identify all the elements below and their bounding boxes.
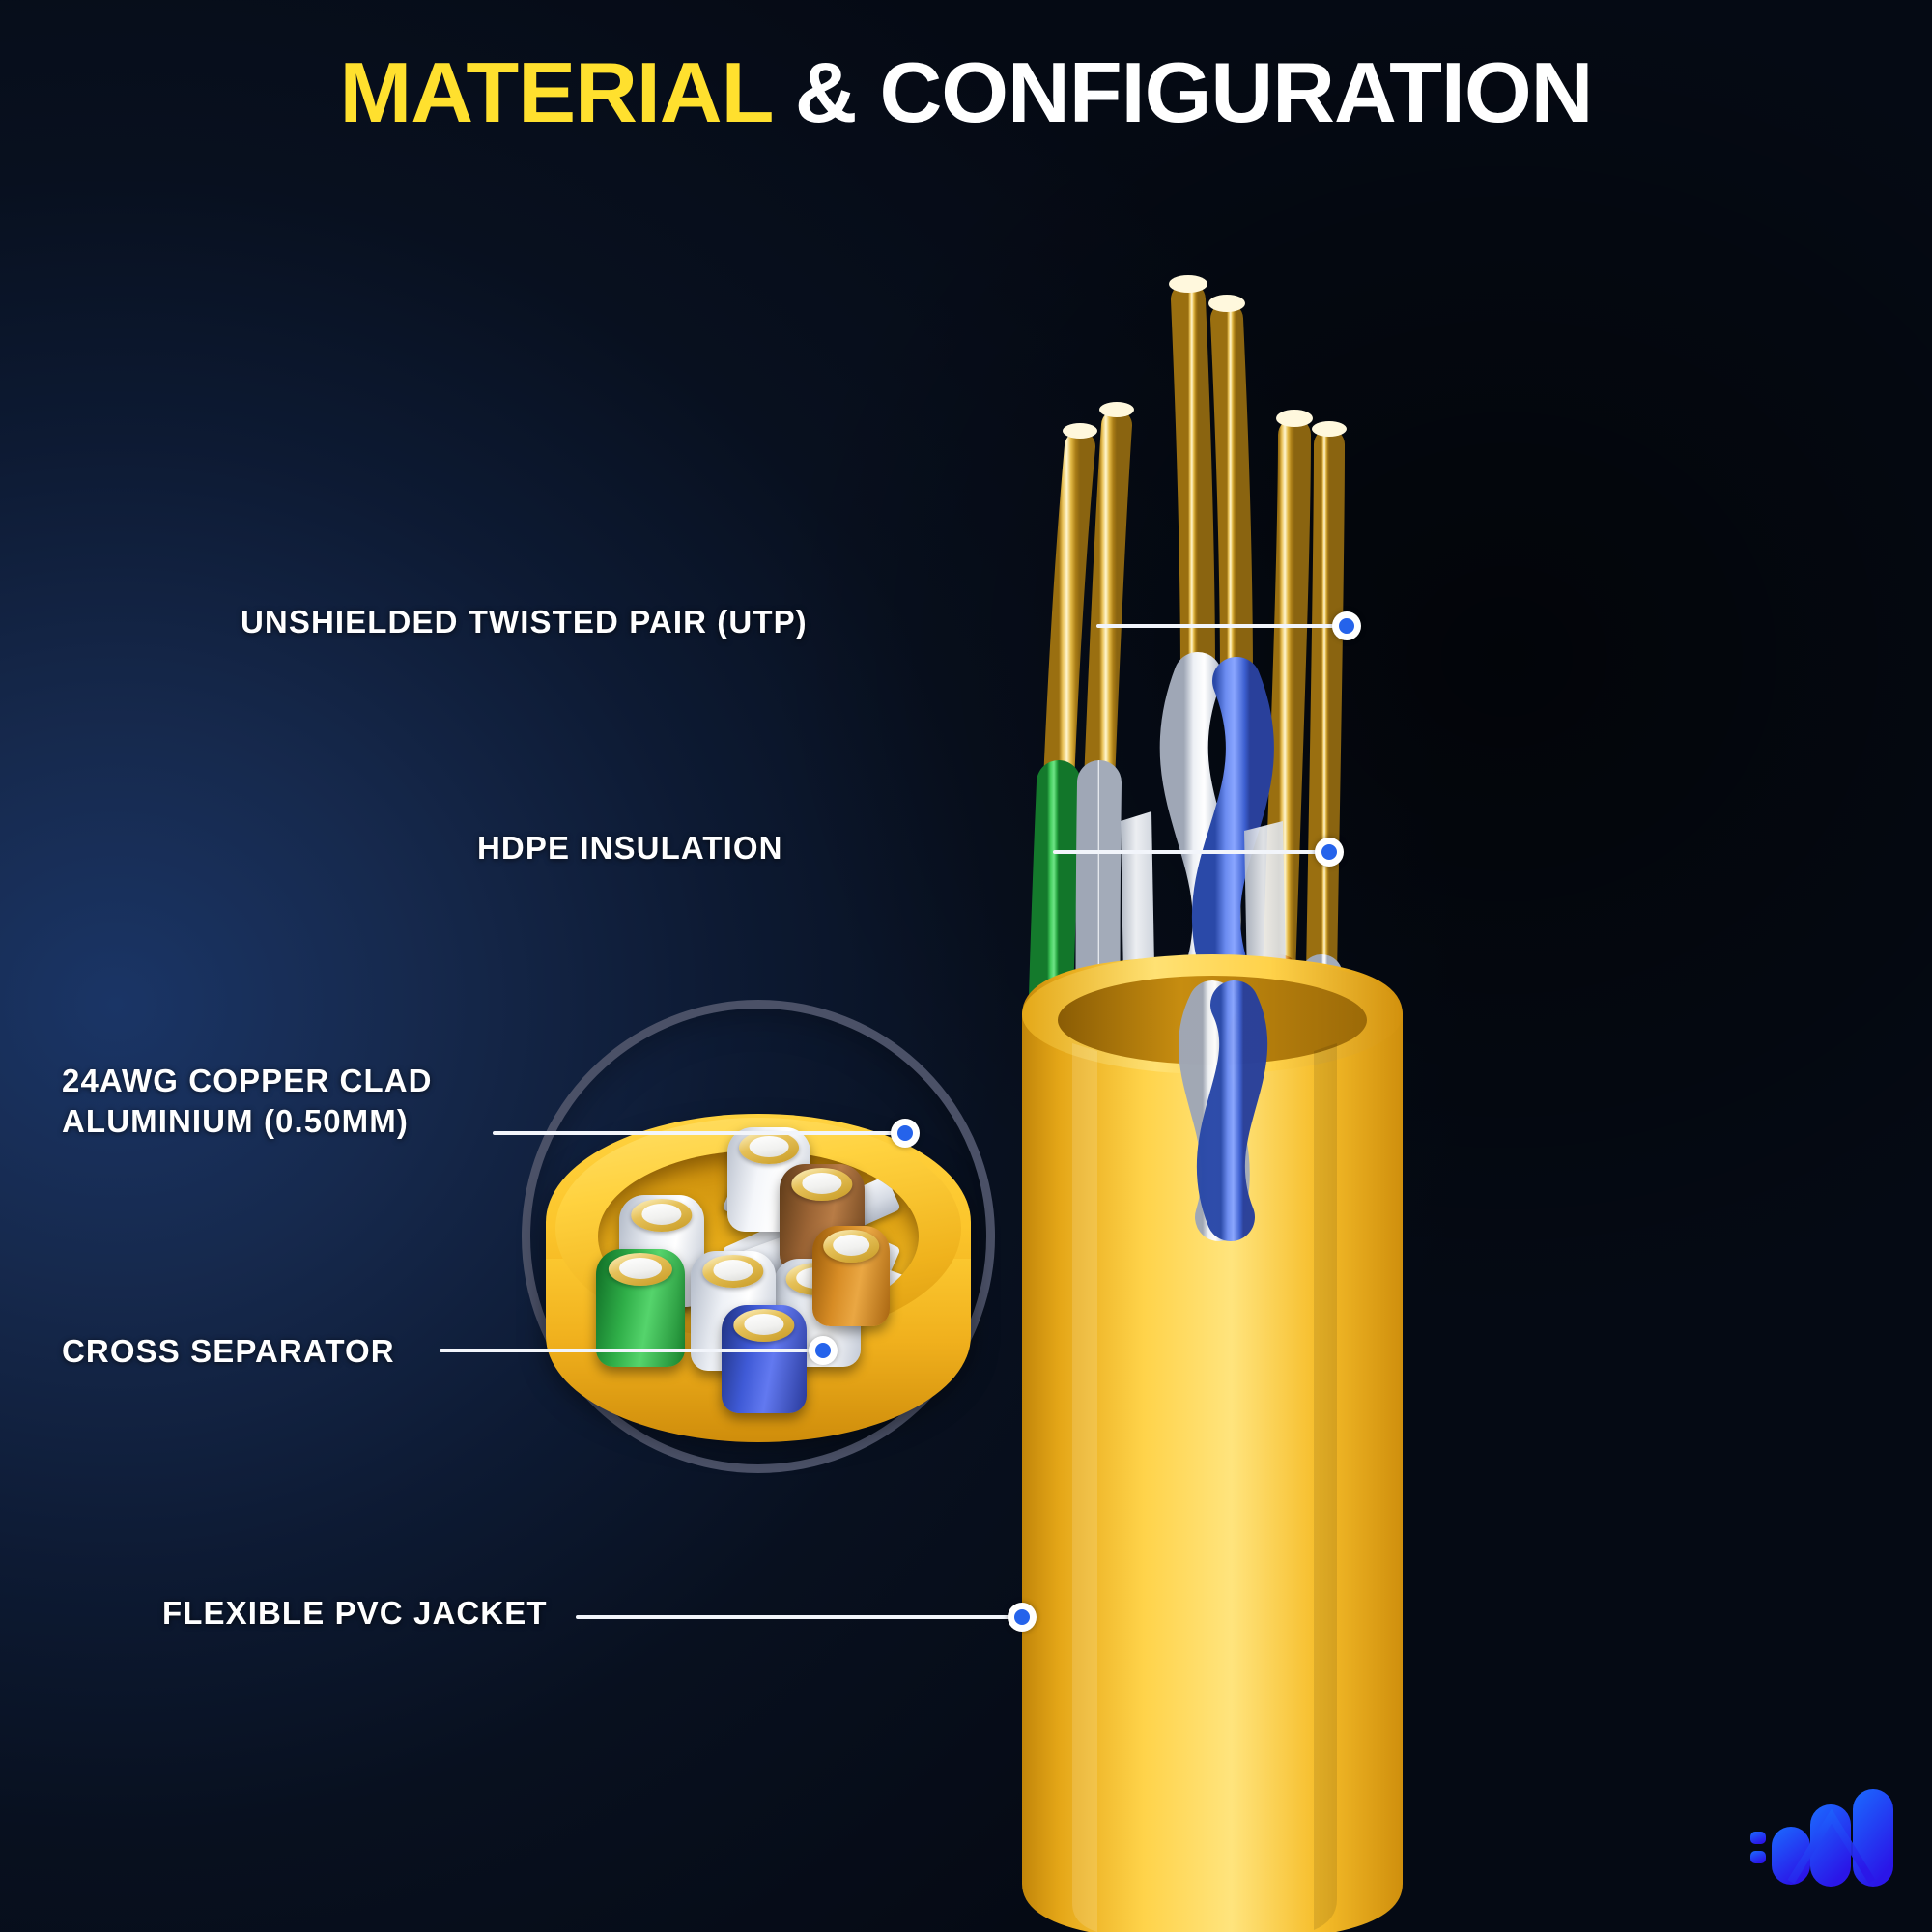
callout-dot-jacket[interactable] — [1008, 1603, 1037, 1632]
callout-dot-hdpe[interactable] — [1315, 838, 1344, 867]
inset-circle-ring — [522, 1000, 995, 1473]
cable-cross-section-inset — [522, 1000, 995, 1473]
callout-dot-utp[interactable] — [1332, 611, 1361, 640]
logo-dash-bottom — [1750, 1851, 1766, 1863]
leader-line-awg — [493, 1131, 898, 1135]
page-title-rest: & CONFIGURATION — [771, 44, 1594, 140]
cable-cutaway-illustration — [1022, 275, 1403, 1932]
callout-label-utp: UNSHIELDED TWISTED PAIR (UTP) — [241, 604, 808, 639]
logo-zigzag — [1787, 1808, 1876, 1885]
pvc-jacket — [1022, 954, 1403, 1932]
conductor-face — [823, 1230, 879, 1263]
callout-label-hdpe: HDPE INSULATION — [477, 830, 783, 866]
wire-green — [596, 1249, 685, 1367]
callout-label-cross: CROSS SEPARATOR — [62, 1333, 395, 1369]
conductor-face — [739, 1131, 799, 1164]
leader-line-utp — [1096, 624, 1336, 628]
logo-dash-top — [1750, 1832, 1766, 1844]
callout-label-awg: 24AWG COPPER CLAD ALUMINIUM (0.50MM) — [62, 1063, 433, 1139]
conductor-face — [733, 1309, 795, 1342]
page-title-highlight: MATERIAL — [339, 44, 773, 140]
wire-blue — [722, 1305, 807, 1413]
brand-logo[interactable] — [1750, 1774, 1915, 1918]
conductor-face — [608, 1253, 673, 1286]
cross-section-drawing — [546, 1114, 971, 1462]
callout-label-jacket: FLEXIBLE PVC JACKET — [162, 1595, 548, 1631]
leader-line-jacket — [576, 1615, 1015, 1619]
page-title: MATERIAL & CONFIGURATION — [0, 50, 1932, 135]
wire-orange — [812, 1226, 890, 1326]
leader-line-cross — [440, 1349, 816, 1352]
conductor-face — [631, 1199, 693, 1232]
leader-line-hdpe — [1053, 850, 1319, 854]
conductor-face — [702, 1255, 764, 1288]
callout-dot-awg[interactable] — [891, 1119, 920, 1148]
callout-dot-cross[interactable] — [809, 1336, 838, 1365]
conductor-face — [791, 1168, 853, 1201]
logo-bar-3 — [1853, 1789, 1893, 1887]
